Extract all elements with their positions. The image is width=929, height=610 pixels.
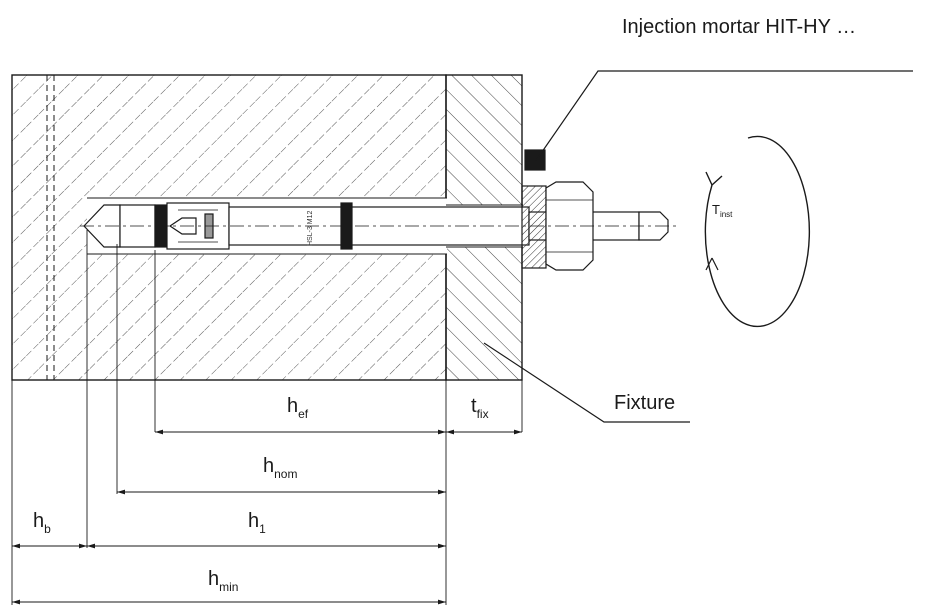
h-b-label: hb [33,510,51,536]
diagram-title: Injection mortar HIT-HY … [622,16,856,38]
h-1-label: h1 [248,510,266,536]
h-nom-label: hnom [263,455,297,481]
t-fix-label: tfix [471,395,489,421]
fixture-label: Fixture [614,392,675,414]
h-min-label: hmin [208,568,238,594]
mortar-callout-leader [534,70,913,163]
fixture-callout [483,342,690,423]
anchor-body [80,149,680,271]
torque-label: Tinst [712,202,733,219]
h-ef-label: hef [287,395,309,421]
anchor-marking: HSL-3 M12 [307,210,314,246]
dimension-lines [12,429,522,605]
torque-arrow [704,135,811,328]
